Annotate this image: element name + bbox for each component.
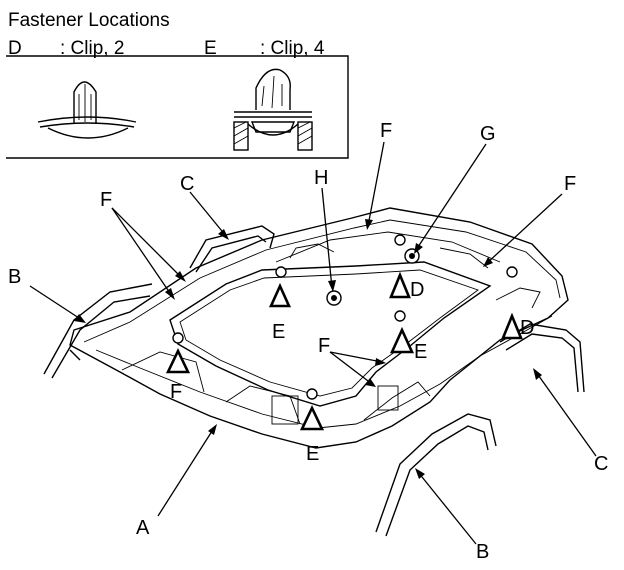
label-a: A xyxy=(136,517,150,539)
label-g: G xyxy=(480,123,496,145)
pillar-trim-b-right xyxy=(375,413,497,537)
clip-e-triangle xyxy=(268,282,292,308)
trim-c-right xyxy=(499,323,585,393)
pillar-trim-b-left xyxy=(43,283,153,379)
legend-d-text: : Clip, 2 xyxy=(60,38,124,59)
clip-marker xyxy=(306,388,318,400)
label-f-left: F xyxy=(100,189,112,211)
label-h: H xyxy=(314,167,328,189)
label-d-right: D xyxy=(520,317,534,339)
legend-title: Fastener Locations xyxy=(8,10,170,31)
headliner-panel xyxy=(69,207,569,449)
legend-e-text: : Clip, 4 xyxy=(260,38,325,59)
clip-marker xyxy=(394,310,406,322)
clip-d-triangle xyxy=(389,271,411,299)
legend-e-letter: E xyxy=(204,38,217,59)
clip-marker xyxy=(172,332,184,344)
fastener-triangles xyxy=(165,271,523,431)
label-c-right: C xyxy=(594,453,608,475)
label-e-bottom: E xyxy=(306,443,319,465)
clip-d-triangle xyxy=(501,312,523,340)
legend-d-letter: D xyxy=(8,38,22,59)
label-f-right: F xyxy=(564,173,576,195)
leader-lines xyxy=(29,141,597,545)
label-e-top: E xyxy=(272,321,285,343)
clip-marker xyxy=(394,234,406,246)
clip-e-triangle xyxy=(389,326,415,354)
label-c-left: C xyxy=(180,173,194,195)
clip-e-triangle xyxy=(165,347,191,374)
label-f-bottom: F xyxy=(170,381,182,403)
clip-marker-h xyxy=(326,290,342,306)
callout-labels: B C F H F G F D D E F E F E A B C xyxy=(8,120,608,563)
clip-e-triangle xyxy=(299,404,325,431)
clip-d-illustration xyxy=(37,81,137,139)
label-f-top: F xyxy=(380,120,392,142)
clip-marker xyxy=(275,266,287,278)
clip-e-illustration xyxy=(233,68,313,151)
label-b-right: B xyxy=(476,541,489,563)
label-f-center: F xyxy=(318,335,330,357)
label-e-right: E xyxy=(414,341,427,363)
trim-c-left xyxy=(189,225,275,273)
fastener-legend: Fastener Locations D : Clip, 2 E : Clip,… xyxy=(6,10,349,159)
clip-marker xyxy=(506,266,518,278)
label-b-left: B xyxy=(8,266,21,288)
label-d-upper: D xyxy=(410,279,424,301)
